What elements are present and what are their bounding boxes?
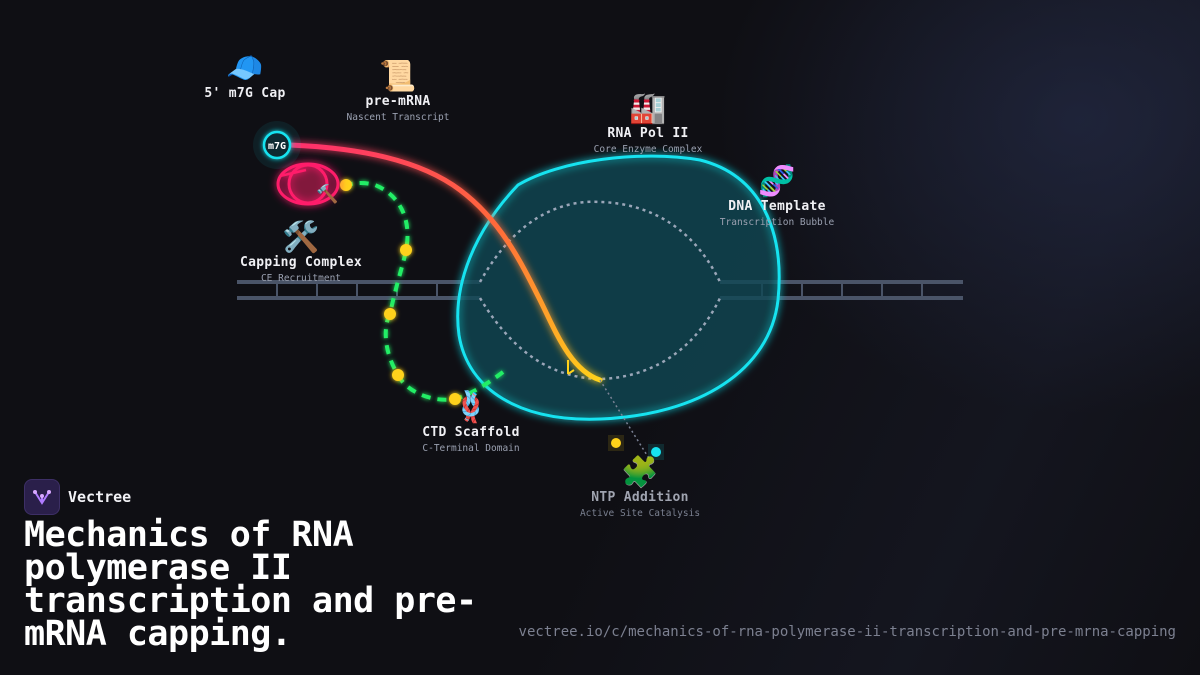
- node-rna-pol-ii-title: RNA Pol II: [607, 126, 689, 141]
- cap-icon: 🧢: [226, 51, 264, 86]
- node-5-cap-title: 5' m7G Cap: [204, 86, 286, 101]
- scroll-icon: 📜: [379, 59, 417, 94]
- node-capping-complex-subtitle: CE Recruitment: [260, 273, 342, 284]
- cap-badge-label: m7G: [268, 141, 286, 152]
- knot-icon: 🪢: [452, 390, 490, 425]
- hammer-icon: 🔨: [316, 183, 338, 205]
- node-ntp-addition-subtitle: Active Site Catalysis: [579, 508, 701, 519]
- node-capping-complex-title: Capping Complex: [240, 255, 362, 270]
- ntp-yellow-dot: [611, 438, 621, 448]
- puzzle-icon: 🧩: [621, 455, 659, 490]
- node-dna-template[interactable]: 🧬 DNA Template Transcription Bubble: [719, 164, 835, 229]
- ctd-phospho-dots: [340, 179, 461, 405]
- vectree-logo-icon: [24, 479, 60, 515]
- node-pre-mrna-subtitle: Nascent Transcript: [346, 112, 450, 123]
- node-ntp-addition-title: NTP Addition: [591, 490, 689, 505]
- node-rna-pol-ii[interactable]: 🏭 RNA Pol II Core Enzyme Complex: [593, 91, 703, 156]
- brand[interactable]: Vectree: [24, 479, 131, 515]
- nascent-rna-strand: [287, 142, 603, 383]
- node-dna-template-subtitle: Transcription Bubble: [719, 217, 835, 228]
- ntp-channel-line: [599, 379, 651, 461]
- node-ctd-scaffold-title: CTD Scaffold: [422, 425, 520, 440]
- node-dna-template-title: DNA Template: [728, 199, 826, 214]
- node-ctd-scaffold[interactable]: 🪢 CTD Scaffold C-Terminal Domain: [422, 390, 520, 455]
- node-ctd-scaffold-subtitle: C-Terminal Domain: [422, 443, 520, 454]
- page-title: Mechanics of RNA polymerase II transcrip…: [24, 515, 477, 654]
- node-pre-mrna-title: pre-mRNA: [365, 94, 431, 109]
- node-pre-mrna[interactable]: 📜 pre-mRNA Nascent Transcript: [346, 59, 450, 124]
- tools-icon: 🛠️: [282, 220, 320, 255]
- dna-icon: 🧬: [758, 164, 796, 199]
- node-rna-pol-ii-subtitle: Core Enzyme Complex: [593, 144, 703, 155]
- transcription-bubble-top: [478, 200, 722, 283]
- ntp-cyan-dot: [651, 447, 661, 457]
- node-5-cap[interactable]: 🧢 5' m7G Cap: [204, 51, 286, 102]
- node-ntp-addition[interactable]: 🧩 NTP Addition Active Site Catalysis: [579, 455, 701, 520]
- capping-enzyme: [276, 162, 340, 206]
- cap-badge: [262, 130, 292, 160]
- node-capping-complex[interactable]: 🛠️ Capping Complex CE Recruitment: [240, 220, 362, 285]
- polymerase-body: [456, 154, 781, 421]
- brand-name: Vectree: [68, 488, 132, 506]
- factory-icon: 🏭: [629, 91, 667, 126]
- page-url[interactable]: vectree.io/c/mechanics-of-rna-polymerase…: [518, 624, 1176, 640]
- active-site-marker: [567, 360, 575, 375]
- dna-left-duplex: [237, 280, 480, 300]
